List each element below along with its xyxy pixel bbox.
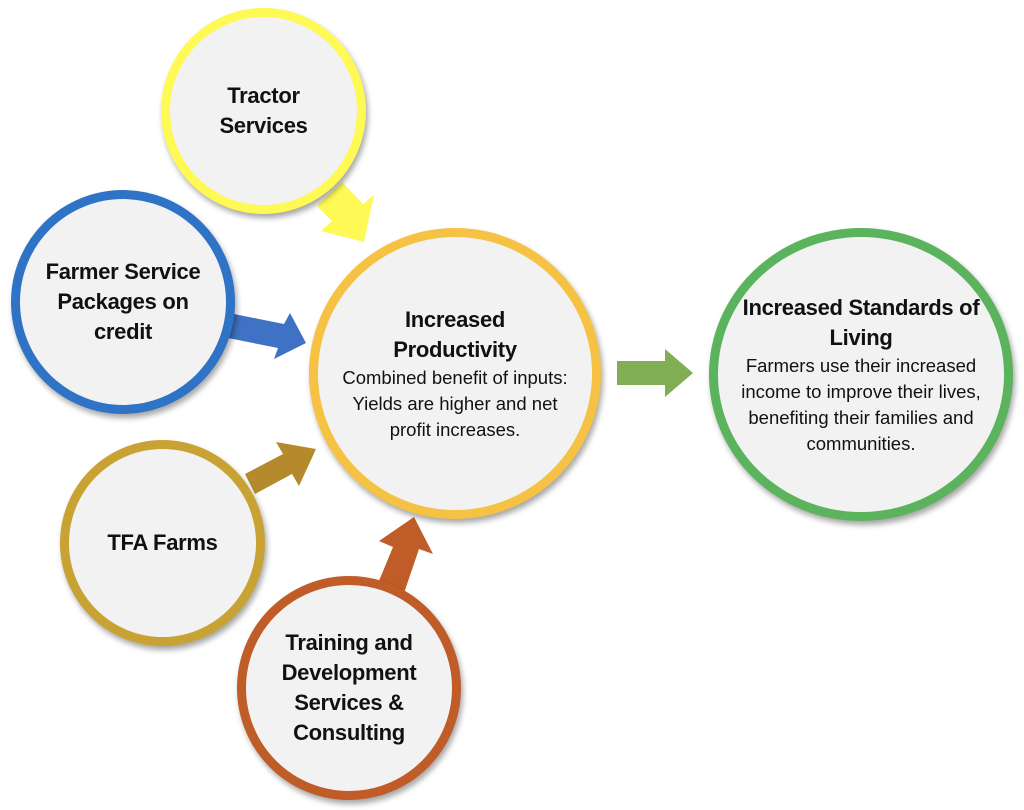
increased-standards-description: Farmers use their increased income to im… — [741, 354, 981, 454]
arrow-tractor-to-productivity — [317, 182, 374, 242]
arrow-tfa-to-productivity — [245, 442, 316, 494]
increased-productivity-circle: Increased Productivity Combined benefit … — [309, 228, 601, 519]
tfa-farms-title: TFA Farms — [107, 530, 218, 555]
arrow-training-to-productivity — [376, 517, 433, 599]
training-development-circle: Training and Development Services & Cons… — [237, 576, 461, 800]
tfa-farms-circle: TFA Farms — [60, 440, 265, 646]
training-development-title: Training and Development Services & Cons… — [281, 630, 417, 745]
farmer-service-packages-circle: Farmer Service Packages on credit — [11, 190, 235, 414]
farmer-service-packages-title: Farmer Service Packages on credit — [45, 259, 201, 344]
increased-standards-circle: Increased Standards of Living Farmers us… — [709, 228, 1013, 521]
arrow-farmer-to-productivity — [223, 313, 306, 359]
increased-productivity-description: Combined benefit of inputs: Yields are h… — [342, 366, 568, 440]
arrow-productivity-to-outcome — [617, 349, 693, 397]
increased-standards-title: Increased Standards of Living — [742, 294, 980, 350]
tractor-services-circle: Tractor Services — [161, 8, 366, 214]
tractor-services-title: Tractor Services — [219, 83, 308, 138]
increased-productivity-title: Increased Productivity — [393, 306, 517, 362]
